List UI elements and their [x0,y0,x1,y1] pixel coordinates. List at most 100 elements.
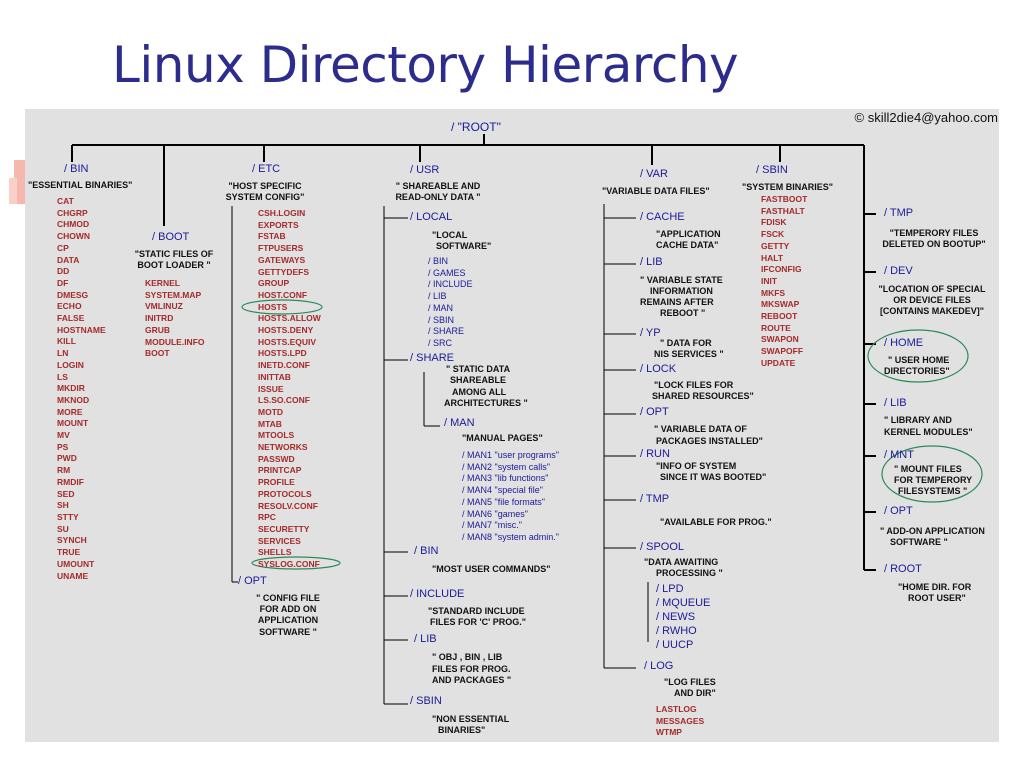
var-opt-desc-2: PACKAGES INSTALLED" [656,436,763,446]
var-yp-desc-1: " DATA FOR [660,338,712,348]
var-tmp-heading: / TMP [640,493,670,505]
list-item: PROTOCOLS [258,488,312,499]
list-item: / MAN7 "misc." [462,520,522,531]
usr-sbin-desc-1: "NON ESSENTIAL [432,714,510,724]
root-dir-desc-1: "HOME DIR. FOR [898,582,972,592]
usr-sbin-desc-2: BINARIES" [438,725,486,735]
list-item: LS [57,371,68,382]
root-dir-heading: / ROOT [884,563,922,575]
list-item: HOSTS.DENY [258,325,314,336]
var-heading: / VAR [640,168,668,180]
list-item: / LIB [428,291,447,302]
home-desc-2: DIRECTORIES" [884,366,950,376]
list-item: / INCLUDE [428,279,473,290]
sbin-description: "SYSTEM BINARIES" [742,182,834,192]
list-item: INIT [761,275,778,286]
usr-local-list: / BIN / GAMES / INCLUDE / LIB / MAN / SB… [428,256,473,350]
etc-opt-desc-4: SOFTWARE " [259,627,317,637]
var-description: "VARIABLE DATA FILES" [602,186,710,196]
etc-opt-desc-2: FOR ADD ON [259,604,317,614]
list-item: WTMP [656,727,682,738]
list-item: DD [57,266,70,277]
boot-file-list: KERNEL SYSTEM.MAP VMLINUZ INITRD GRUB MO… [145,278,205,360]
list-item: LS.SO.CONF [258,395,310,406]
list-item: HOST.CONF [258,289,308,300]
list-item: LN [57,348,69,359]
list-item: SH [57,500,69,511]
list-item: / NEWS [656,611,696,623]
etc-opt-heading: / OPT [238,575,267,587]
list-item: SHELLS [258,547,292,558]
diagram-panel [25,109,999,742]
list-item: FALSE [57,313,85,324]
list-item: MV [57,430,70,441]
list-item: REBOOT [761,311,798,322]
list-item: FTPUSERS [258,243,304,254]
list-item: / MAN3 "lib functions" [462,473,549,484]
lib-desc-2: KERNEL MODULES" [884,427,973,437]
etc-description-1: "HOST SPECIFIC [228,181,302,191]
list-item: UNAME [57,570,89,581]
list-item: LASTLOG [656,704,697,714]
mnt-desc-1: " MOUNT FILES [894,464,962,474]
credit-text: © skill2die4@yahoo.com [854,110,998,125]
opt-desc-2: SOFTWARE " [890,537,948,547]
bin-description: "ESSENTIAL BINARIES" [28,180,133,190]
usr-heading: / USR [410,164,440,176]
usr-share-heading: / SHARE [410,352,455,364]
var-run-heading: / RUN [640,448,670,460]
dev-desc-2: OR DEVICE FILES [893,295,971,305]
list-item: GATEWAYS [258,254,306,265]
list-item: SED [57,488,75,499]
var-lib-desc-3: REMAINS AFTER [640,297,714,307]
list-item: SWAPON [761,334,799,345]
var-lock-heading: / LOCK [640,363,677,375]
usr-include-desc-1: "STANDARD INCLUDE [428,606,525,616]
list-item: SU [57,523,69,534]
var-cache-heading: / CACHE [640,211,685,223]
list-item: MKSWAP [761,299,800,310]
list-item: FASTHALT [761,205,805,216]
var-cache-desc-1: "APPLICATION [656,229,721,239]
list-item: UMOUNT [57,558,95,569]
usr-lib-desc-3: AND PACKAGES " [432,675,512,685]
list-item: ECHO [57,301,82,312]
list-item: / MAN2 "system calls" [462,461,550,472]
list-item: / MQUEUE [656,597,711,609]
list-item: PS [57,441,69,452]
list-item: / BIN [428,256,449,266]
var-tmp-desc: "AVAILABLE FOR PROG." [660,517,772,527]
list-item: INITTAB [258,371,291,382]
boot-description-2: BOOT LOADER " [137,260,211,270]
tmp-heading: / TMP [884,207,914,219]
etc-heading: / ETC [252,163,281,175]
bin-file-list: CAT CHGRP CHMOD CHOWN CP DATA DD DF DMES… [57,196,106,582]
list-item: CHMOD [57,219,90,230]
home-desc-1: " USER HOME [888,355,950,365]
etc-description-2: SYSTEM CONFIG" [225,192,305,202]
var-log-desc-1: "LOG FILES [664,677,716,687]
decorative-bar [14,160,28,204]
var-log-desc-2: AND DIR" [674,688,716,698]
list-item: CAT [57,196,74,206]
list-item: MKNOD [57,394,90,405]
list-item: KERNEL [145,278,180,288]
var-run-desc-2: SINCE IT WAS BOOTED" [660,472,767,482]
list-item: INITRD [145,313,174,324]
decorative-bar-small [9,178,17,204]
usr-description-2: READ-ONLY DATA " [395,192,481,202]
page-title: Linux Directory Hierarchy [112,36,739,94]
var-yp-heading: / YP [640,327,661,339]
lib-desc-1: " LIBRARY AND [884,415,952,425]
usr-man-heading: / MAN [444,417,475,429]
list-item: / LPD [656,583,684,595]
list-item: GETTYDEFS [258,266,310,277]
list-item: PASSWD [258,453,295,464]
usr-include-desc-2: FILES FOR 'C' PROG." [430,617,527,627]
list-item: HOSTS [258,301,288,312]
list-item: BOOT [145,348,170,359]
lib-heading: / LIB [884,397,907,409]
var-log-list: LASTLOG MESSAGES WTMP [656,704,704,739]
var-run-desc-1: "INFO OF SYSTEM [656,461,737,471]
